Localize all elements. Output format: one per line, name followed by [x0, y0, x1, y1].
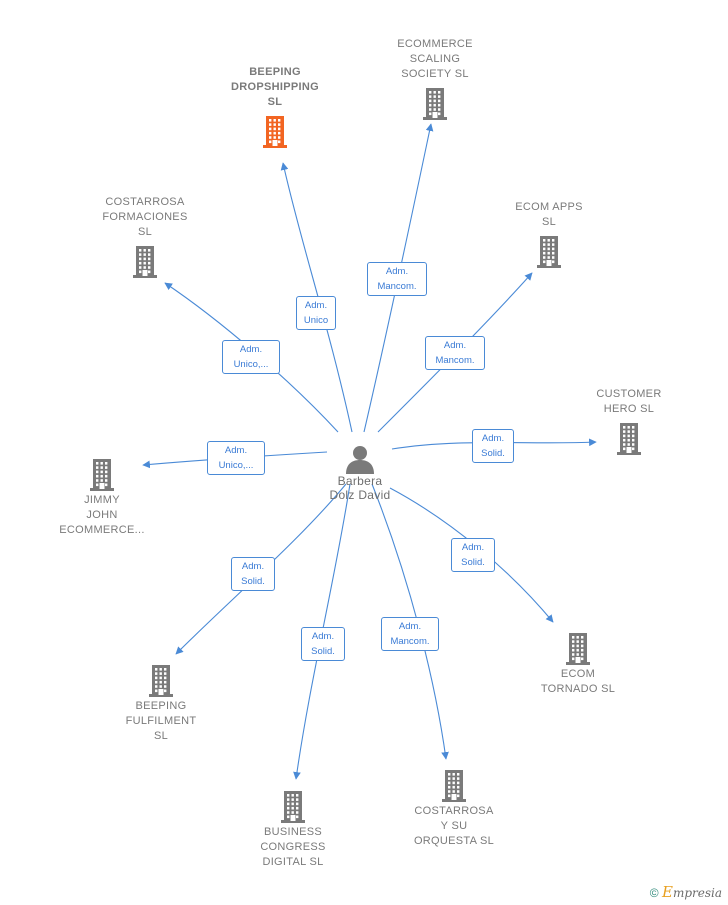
company-label-line: SCALING — [409, 53, 461, 65]
company-label-line: BUSINESS — [263, 826, 323, 838]
company-label-line: ORQUESTA SL — [413, 835, 495, 847]
company-node-0[interactable]: BEEPING DROPSHIPPING SL — [205, 65, 345, 148]
role-line2: Mancom. — [390, 636, 430, 647]
role-line1: Adm. — [224, 445, 248, 456]
role-badge-4[interactable]: Adm. Solid. — [472, 429, 514, 463]
company-node-5[interactable]: JIMMY JOHN ECOMMERCE... — [32, 457, 172, 538]
role-badge-2[interactable]: Adm. Unico,... — [222, 340, 280, 374]
company-label-line: COSTARROSA — [105, 196, 185, 208]
role-line1: Adm. — [398, 621, 422, 632]
company-node-6[interactable]: ECOM TORNADO SL — [508, 631, 648, 697]
person-node[interactable]: Barbera Dolz David — [300, 444, 420, 502]
company-label-line: DIGITAL SL — [262, 856, 324, 868]
company-node-2[interactable]: COSTARROSA FORMACIONES SL — [75, 195, 215, 278]
role-line2: Solid. — [241, 576, 265, 587]
building-icon — [281, 791, 305, 823]
company-label-line: TORNADO SL — [540, 683, 616, 695]
copyright-icon: © — [649, 886, 659, 900]
company-node-8[interactable]: BUSINESS CONGRESS DIGITAL SL — [223, 789, 363, 870]
building-icon-highlight — [263, 116, 287, 148]
company-label-line: SL — [153, 730, 169, 742]
building-icon — [617, 423, 641, 455]
footer-brand[interactable]: © Empresia — [650, 883, 722, 901]
role-line2: Mancom. — [377, 281, 417, 292]
building-icon — [537, 236, 561, 268]
role-badge-7[interactable]: Adm. Solid. — [231, 557, 275, 591]
company-label-line: SL — [137, 226, 153, 238]
company-label-line: JOHN — [86, 509, 118, 521]
edge-0 — [280, 162, 353, 433]
company-label-line: DROPSHIPPING — [231, 81, 319, 93]
company-label-line: COSTARROSA — [414, 805, 494, 817]
role-line2: Unico — [303, 315, 329, 326]
company-label-line: ECOM — [560, 668, 596, 680]
company-label-line: FULFILMENT — [125, 715, 197, 727]
person-name-line1: Barbera — [337, 474, 383, 488]
company-node-1[interactable]: ECOMMERCE SCALING SOCIETY SL — [365, 37, 505, 120]
role-line2: Unico,... — [233, 359, 269, 370]
company-label-line: Y SU — [440, 820, 468, 832]
role-line1: Adm. — [311, 631, 335, 642]
company-label-line: FORMACIONES — [102, 211, 188, 223]
role-line1: Adm. — [385, 266, 409, 277]
company-label-line: BEEPING — [135, 700, 187, 712]
role-badge-5[interactable]: Adm. Unico,... — [207, 441, 265, 475]
company-node-4[interactable]: CUSTOMER HERO SL — [559, 387, 699, 455]
role-badge-9[interactable]: Adm. Mancom. — [381, 617, 439, 651]
company-label-line: JIMMY — [84, 494, 120, 506]
company-label-line: ECOMMERCE — [397, 38, 473, 50]
role-line1: Adm. — [241, 561, 265, 572]
role-line1: Adm. — [239, 344, 263, 355]
company-label-line: ECOM APPS — [515, 201, 583, 213]
company-label-line: SOCIETY SL — [401, 68, 469, 80]
brand-logo: Empresia — [661, 883, 722, 901]
company-node-9[interactable]: COSTARROSA Y SU ORQUESTA SL — [384, 768, 524, 849]
role-line2: Solid. — [481, 448, 505, 459]
company-label-line: CONGRESS — [260, 841, 326, 853]
role-line1: Adm. — [461, 542, 485, 553]
role-badge-3[interactable]: Adm. Mancom. — [425, 336, 485, 370]
building-icon — [149, 665, 173, 697]
role-badge-0[interactable]: Adm. Unico — [296, 296, 336, 330]
company-label-line: HERO SL — [603, 403, 655, 415]
role-badge-1[interactable]: Adm. Mancom. — [367, 262, 427, 296]
building-icon — [566, 633, 590, 665]
company-label-line: ECOMMERCE... — [59, 524, 145, 536]
company-node-3[interactable]: ECOM APPS SL — [479, 200, 619, 268]
role-line2: Unico,... — [218, 460, 254, 471]
role-line1: Adm. — [304, 300, 328, 311]
role-line2: Mancom. — [435, 355, 475, 366]
company-label-line: SL — [541, 216, 557, 228]
building-icon — [423, 88, 447, 120]
building-icon — [133, 246, 157, 278]
role-badge-6[interactable]: Adm. Solid. — [451, 538, 495, 572]
person-icon — [346, 446, 374, 474]
company-label-line: CUSTOMER — [596, 388, 662, 400]
role-badge-8[interactable]: Adm. Solid. — [301, 627, 345, 661]
company-label-line: SL — [267, 96, 283, 108]
company-label-line: BEEPING — [249, 66, 301, 78]
company-node-7[interactable]: BEEPING FULFILMENT SL — [91, 663, 231, 744]
role-line1: Adm. — [443, 340, 467, 351]
role-line2: Solid. — [461, 557, 485, 568]
role-line1: Adm. — [481, 433, 505, 444]
building-icon — [90, 459, 114, 491]
building-icon — [442, 770, 466, 802]
role-line2: Solid. — [311, 646, 335, 657]
person-name-line2: Dolz David — [329, 488, 391, 502]
